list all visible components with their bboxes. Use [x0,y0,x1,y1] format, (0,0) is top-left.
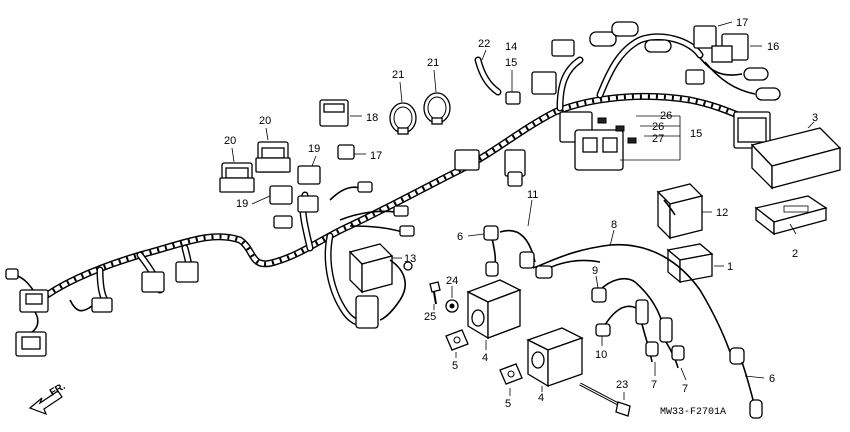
front-direction-arrow: FR. [28,381,68,416]
callout-12: 12 [716,207,728,219]
drawing-code: MW33-F2701A [660,407,726,418]
cover-part [754,195,828,236]
front-connector-group [15,261,199,357]
callout-21-left: 21 [392,69,404,81]
callout-10: 10 [595,349,607,361]
unit-13 [348,243,413,329]
leader-lines [231,21,815,400]
callout-18: 18 [366,112,378,124]
relay-group-right [685,25,781,149]
callout-1: 1 [727,261,733,273]
callout-3: 3 [812,112,818,124]
fuse-box [559,111,637,171]
callout-4-upper: 4 [482,352,488,364]
callout-24: 24 [446,275,458,287]
callout-25: 25 [424,311,436,323]
hardware-group [429,281,631,417]
callout-7-left: 7 [651,379,657,391]
callout-6-left: 6 [457,231,463,243]
unit-12 [656,183,704,240]
connector-group-top [505,21,672,105]
ignition-coil-upper [466,279,522,340]
callout-4-lower: 4 [538,392,544,404]
clamp-group [389,56,502,135]
callout-8: 8 [611,219,617,231]
callout-22: 22 [478,38,490,50]
callout-14: 14 [505,41,517,53]
callout-19-lower: 19 [236,198,248,210]
relay-group-left [219,99,355,229]
callout-6-right: 6 [769,373,775,385]
callout-13: 13 [404,253,416,265]
callout-19-upper: 19 [308,143,320,155]
callout-27: 27 [652,133,664,145]
callout-23: 23 [616,379,628,391]
callout-15-top: 15 [505,57,517,69]
callout-9: 9 [592,265,598,277]
front-lead-terminal [5,268,19,280]
callout-2: 2 [792,248,798,260]
callout-26-lower: 26 [652,121,664,133]
callout-15-fuse: 15 [690,128,702,140]
callout-7-right: 7 [682,383,688,395]
harness-branch-connectors [329,149,526,237]
callout-17-left: 17 [370,150,382,162]
callout-labels: 1 2 3 4 4 5 5 6 6 7 7 8 9 10 11 12 13 14… [224,17,818,410]
callout-17-right: 17 [736,17,748,29]
callout-21-right: 21 [427,57,439,69]
callout-20-right: 20 [259,115,271,127]
callout-20-left: 20 [224,135,236,147]
callout-11: 11 [527,189,538,201]
ignition-coil-lower [526,327,584,388]
ignition-leads [483,225,763,419]
callout-26-upper: 26 [660,110,672,122]
control-module [750,127,842,190]
callout-16: 16 [767,41,779,53]
direction-label: FR. [48,381,68,399]
callout-5-upper: 5 [452,360,458,372]
callout-5-lower: 5 [505,398,511,410]
